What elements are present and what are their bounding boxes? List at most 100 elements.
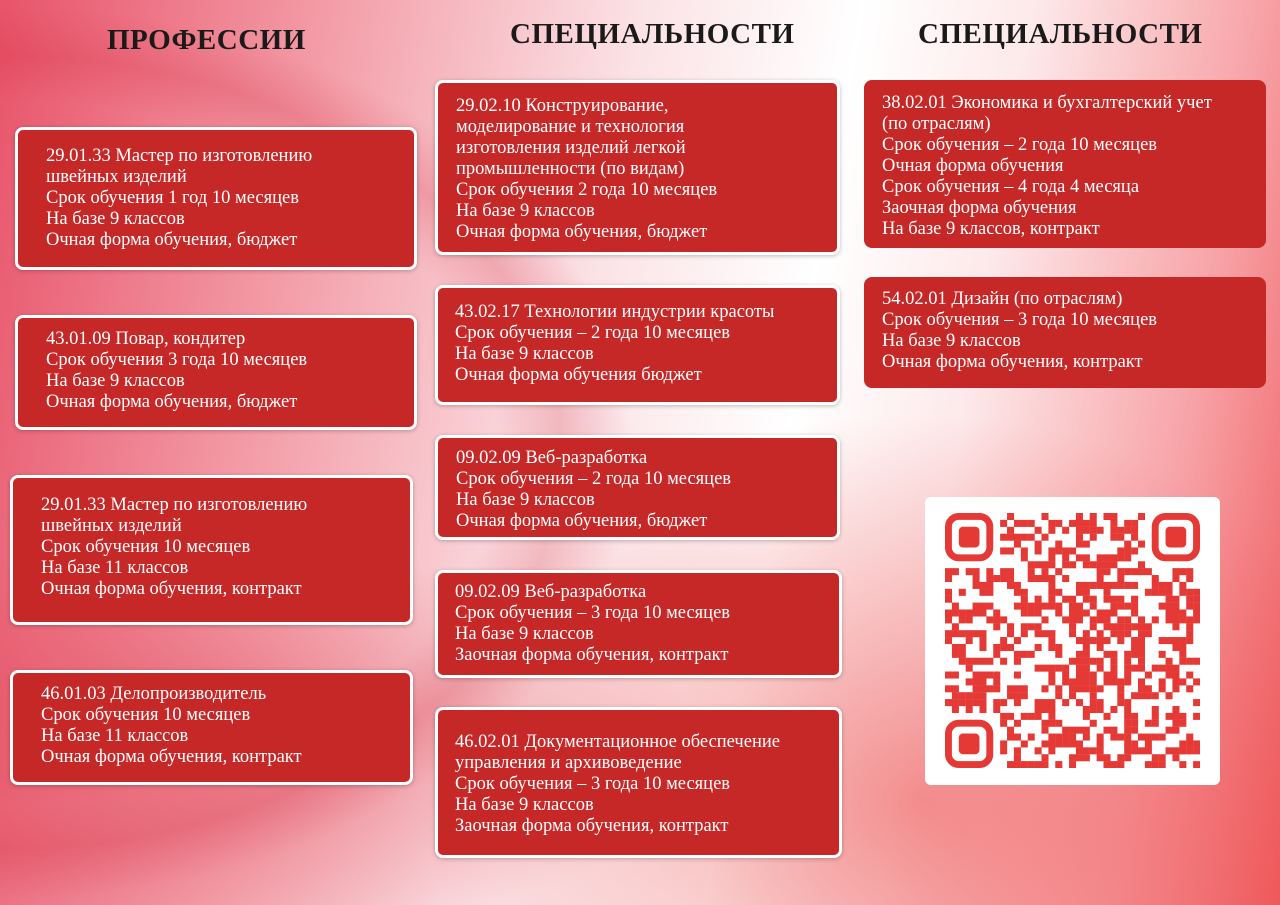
qr-module [1048,712,1056,720]
heading-professions: ПРОФЕССИИ [107,24,306,56]
qr-module [1062,678,1070,686]
qr-module [1075,754,1083,762]
qr-code[interactable] [925,497,1220,785]
qr-module [1186,733,1194,741]
qr-module [1124,699,1132,707]
program-detail: Срок обучения – 3 года 10 месяцев [455,603,731,623]
qr-module [1007,692,1015,700]
qr-module [1075,581,1083,589]
qr-module [1069,685,1077,693]
program-detail: На базе 11 классов [41,726,189,746]
qr-module [1034,561,1042,569]
qr-module [965,664,973,672]
qr-module [1048,575,1056,583]
qr-module [1048,719,1056,727]
qr-module [1041,726,1049,734]
qr-module [1151,588,1159,596]
qr-module [1124,568,1132,576]
qr-module [1069,692,1077,700]
qr-module [1193,747,1200,755]
qr-module [1186,595,1194,603]
qr-module [1103,637,1111,645]
qr-module [1034,699,1042,707]
qr-module [1103,726,1111,734]
qr-module [1055,719,1063,727]
qr-module [1117,637,1125,645]
qr-module [1151,719,1159,727]
qr-module [1082,526,1090,534]
qr-module [1020,554,1028,562]
qr-module [1137,561,1146,569]
qr-module [1048,554,1056,562]
qr-module [1151,616,1159,624]
qr-module [1000,643,1008,651]
qr-module [1131,623,1139,631]
qr-module [1041,685,1049,693]
heading-specialties: СПЕЦИАЛЬНОСТИ [918,18,1203,50]
program-detail: Заочная форма обучения [882,198,1077,218]
qr-module [1151,733,1159,741]
qr-module [1131,719,1139,727]
qr-module [1000,575,1008,583]
qr-module [1034,547,1042,555]
program-detail: Очная форма обучения, бюджет [46,230,298,250]
qr-module [1027,712,1035,720]
qr-module [1144,740,1152,748]
qr-module [945,699,953,707]
qr-module [1193,678,1200,686]
program-detail: На базе 9 классов, контракт [882,219,1100,239]
qr-module [1055,761,1063,768]
qr-module [1075,657,1083,665]
qr-module [979,588,987,596]
qr-module [1151,712,1159,720]
qr-module [1089,657,1097,665]
program-card: 54.02.01 Дизайн (по отраслям)Срок обучен… [864,277,1266,388]
qr-module [1124,519,1132,527]
qr-module [1075,678,1083,686]
qr-module [1103,761,1111,768]
qr-module [1137,643,1146,651]
qr-module [1041,568,1049,576]
qr-module [1144,568,1152,576]
qr-module [1179,747,1187,755]
qr-module [1158,602,1166,610]
qr-module [993,699,1001,707]
qr-module [1007,630,1015,638]
qr-module [1013,719,1021,727]
qr-module [1137,650,1146,658]
program-detail: Срок обучения 1 год 10 месяцев [46,188,299,208]
qr-module [1117,754,1125,762]
qr-module [1041,699,1049,707]
qr-module [1075,602,1083,610]
qr-module [1069,616,1077,624]
qr-module [945,588,953,596]
qr-module [1103,754,1111,762]
qr-module [1117,616,1125,624]
qr-module [1151,705,1159,714]
qr-module [1062,616,1070,624]
qr-module [1007,712,1015,720]
qr-module [1048,699,1056,707]
qr-module [1000,657,1008,665]
qr-module [1186,637,1194,645]
qr-module [1089,719,1097,727]
qr-module [1041,705,1049,714]
qr-module [993,575,1001,583]
qr-module [951,630,959,638]
qr-module [1179,581,1187,589]
program-detail: Очная форма обучения, бюджет [456,511,708,531]
qr-module [1117,575,1125,583]
qr-module [1089,692,1097,700]
qr-module [1027,561,1035,569]
qr-module [1144,588,1152,596]
qr-module [1124,554,1132,562]
qr-module [1034,664,1042,672]
qr-module [1062,526,1070,534]
qr-module [1117,630,1125,638]
qr-module [1158,733,1166,741]
qr-module [1089,678,1097,686]
qr-module [1034,761,1042,768]
qr-module [1041,630,1049,638]
qr-module [1007,685,1015,693]
qr-module [1013,519,1021,527]
